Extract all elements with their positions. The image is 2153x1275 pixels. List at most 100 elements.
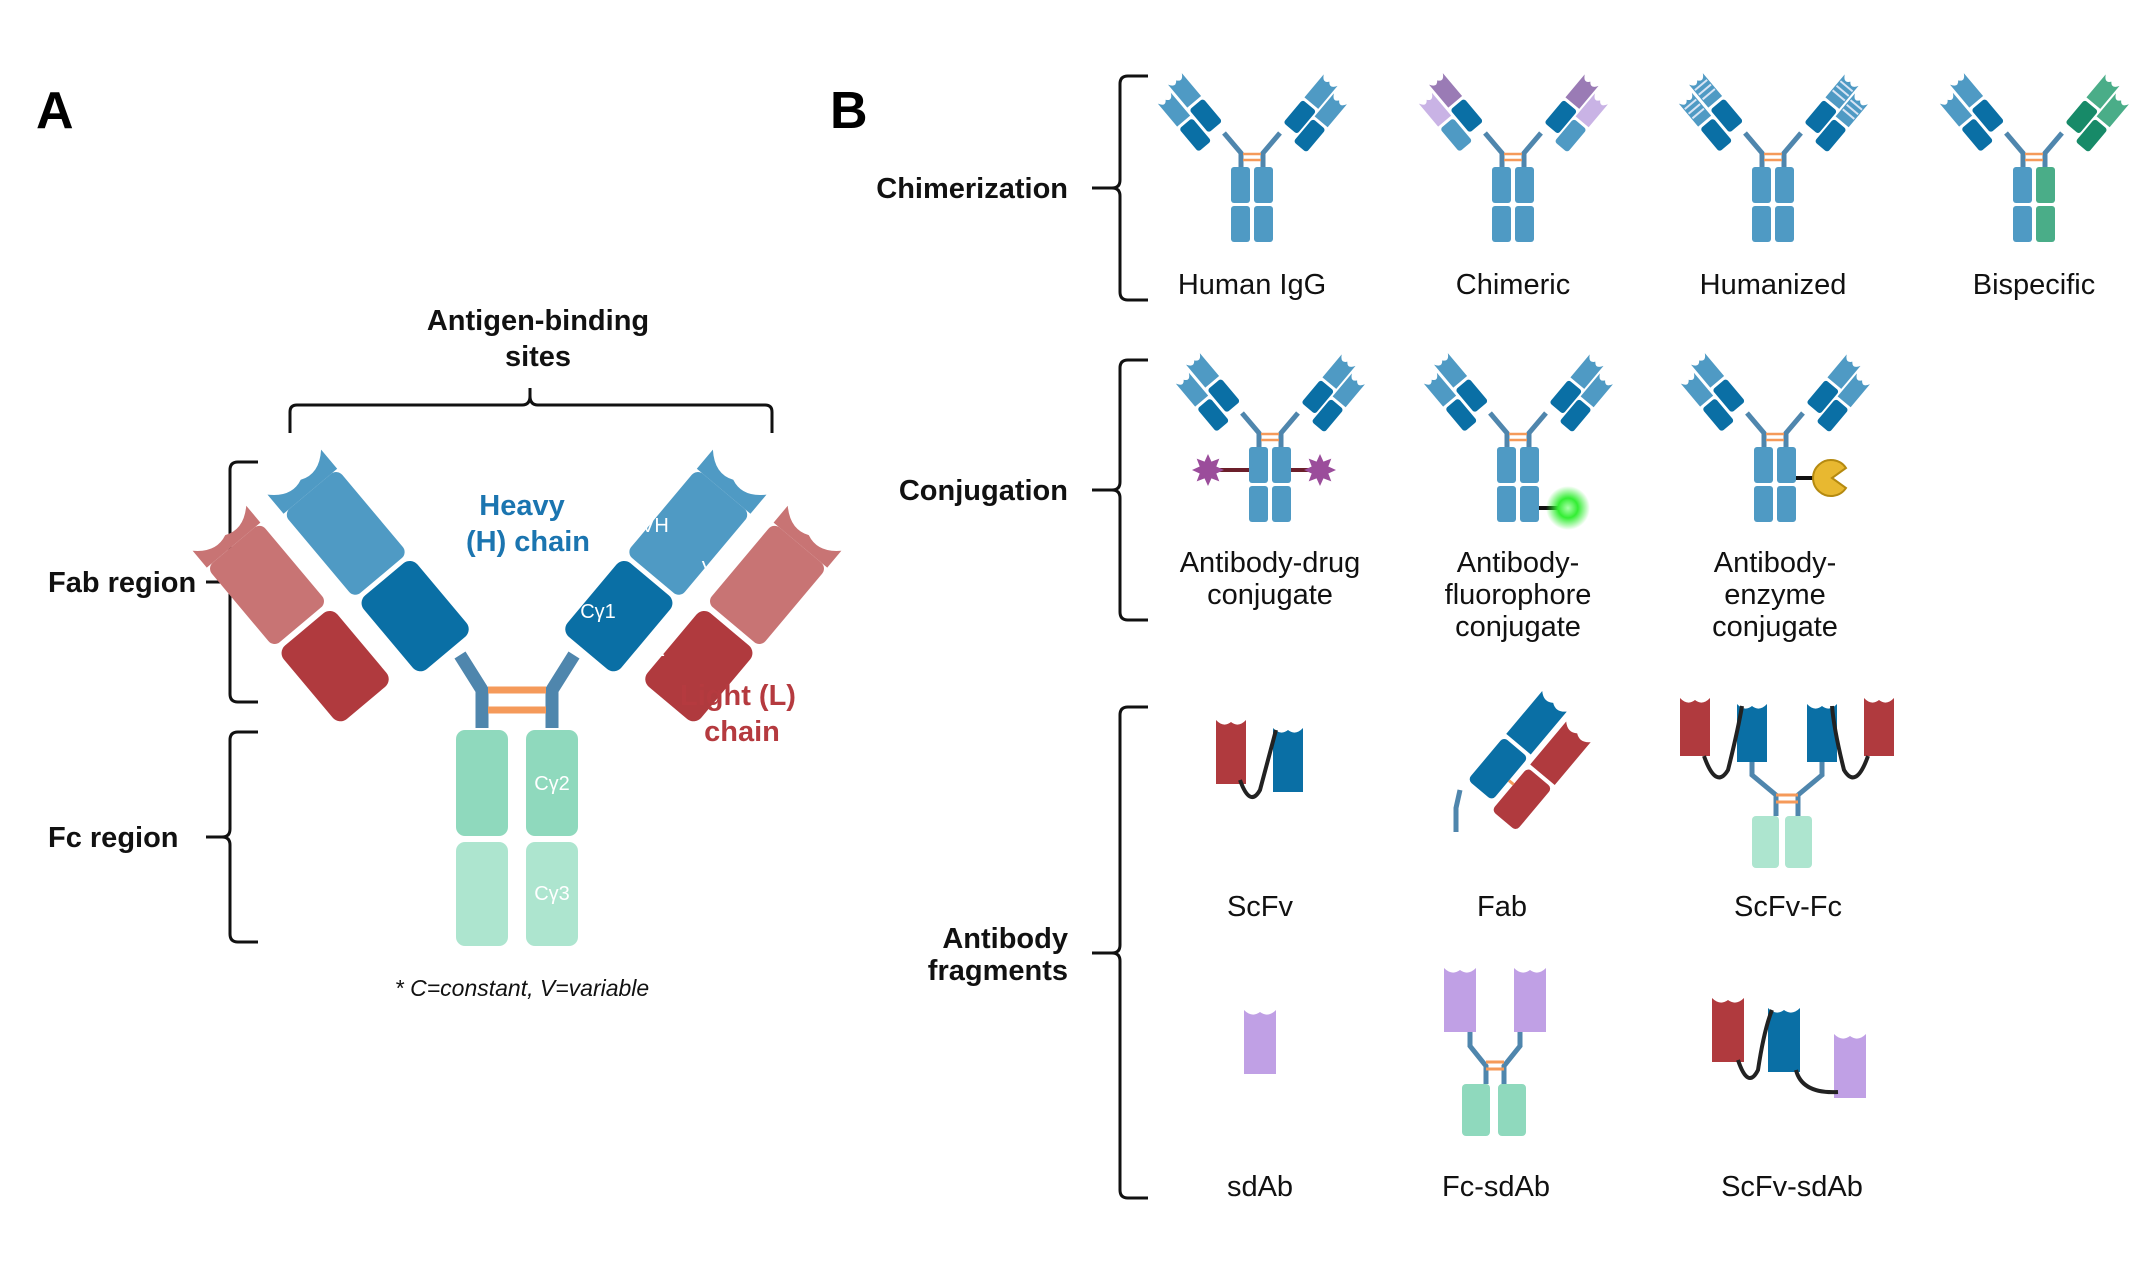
label-scfv-sdab: ScFv-sdAb <box>1721 1171 1863 1203</box>
scfv-fc-fc-left <box>1752 816 1779 868</box>
scfv-fc-linker-right <box>1830 705 1870 780</box>
hinge-right <box>1278 411 1300 447</box>
antigen-binding-line2: sites <box>505 341 571 373</box>
fc-upper-right <box>1254 167 1273 203</box>
human-igg-antibody <box>1157 73 1347 242</box>
vl-domain <box>1580 373 1613 408</box>
panel-a-letter: A <box>36 82 74 140</box>
scfv-fc-hinge-left <box>1749 762 1779 816</box>
vl-domain <box>1680 372 1714 407</box>
ch1-domain <box>1284 100 1316 133</box>
fc-upper-left <box>1249 447 1268 483</box>
cl-domain <box>1180 119 1211 151</box>
cl-label: CL <box>639 639 665 661</box>
arm-right <box>1807 354 1870 432</box>
arm-right <box>1302 354 1365 432</box>
right-vl-domain <box>710 525 824 644</box>
label-afc-line1: Antibody- <box>1457 547 1580 579</box>
fc-lower-right <box>1254 206 1273 242</box>
fc-region-bracket <box>206 730 258 944</box>
light-chain <box>1680 372 1734 431</box>
ch1-domain <box>1190 99 1222 132</box>
vh-domain <box>1825 74 1859 109</box>
vh-domain <box>1691 353 1725 388</box>
cdr-stripe <box>1701 88 1716 101</box>
humanized-antibody <box>1678 73 1868 242</box>
cg3-label: Cγ3 <box>534 883 570 905</box>
arm-left <box>1680 353 1745 431</box>
ch1-domain <box>1805 100 1837 133</box>
ch1-domain <box>1550 380 1582 413</box>
enzyme <box>1812 459 1848 497</box>
ch1-domain <box>1208 379 1240 412</box>
vl-label: VL <box>702 558 726 580</box>
scfv-sdab-vl <box>1712 998 1744 1062</box>
hinge-left <box>2004 131 2026 167</box>
cl-domain <box>1817 399 1848 432</box>
ch1-domain <box>1545 100 1577 133</box>
arm-right <box>1550 354 1613 432</box>
vl-domain <box>1175 372 1209 407</box>
label-human-igg: Human IgG <box>1178 269 1326 301</box>
fab-cl <box>1493 769 1551 829</box>
arm-right <box>2066 74 2129 152</box>
hinge-left <box>1222 131 1244 167</box>
fc-sdab-hinge-right <box>1501 1032 1523 1084</box>
ch1-domain <box>1451 99 1483 132</box>
fluorophore <box>1546 486 1590 530</box>
antigen-binding-bracket <box>288 388 774 433</box>
scfv-linker <box>1238 729 1278 799</box>
label-adc-line1: Antibody-drug <box>1180 547 1361 579</box>
fc-lower-right <box>1515 206 1534 242</box>
right-hinge <box>545 651 580 728</box>
vl-domain <box>1418 92 1452 127</box>
heavy-chain-line1: Heavy <box>479 490 564 522</box>
vl-domain <box>1835 93 1868 128</box>
cl-domain <box>1555 119 1586 152</box>
fc-lower-left <box>1752 206 1771 242</box>
large-antibody: Cγ2 Cγ3 VH VL Cγ1 CL <box>192 449 842 946</box>
heavy-chain-label: Heavy (H) chain <box>466 490 590 558</box>
label-fc-sdab: Fc-sdAb <box>1442 1171 1550 1203</box>
label-aec-line2: enzyme <box>1724 579 1826 611</box>
scfv-vl <box>1216 720 1246 784</box>
cl-domain <box>1962 119 1993 151</box>
cg1-label: Cγ1 <box>580 601 616 623</box>
fc-upper-right <box>1515 167 1534 203</box>
scfv-sdab-fragment <box>1712 998 1866 1098</box>
fc-lower-right <box>1775 206 1794 242</box>
ch1-domain <box>1302 380 1334 413</box>
cdr-stripe <box>1687 103 1701 115</box>
hinge-right <box>1781 131 1803 167</box>
vh-domain <box>1434 353 1468 388</box>
vh-domain <box>1565 74 1599 109</box>
right-cg2-domain <box>526 730 578 836</box>
hinge-right <box>1783 411 1805 447</box>
label-aec-line3: conjugate <box>1712 611 1838 643</box>
hinge-left <box>1240 411 1262 447</box>
left-cl-domain <box>281 610 389 722</box>
fc-sdab-fragment <box>1444 968 1546 1136</box>
bispecific-antibody <box>1939 73 2129 242</box>
vh-domain <box>1689 73 1723 108</box>
fab-vh <box>1506 691 1567 755</box>
hinge-left <box>1488 411 1510 447</box>
fc-lower-left <box>1492 206 1511 242</box>
cl-domain <box>1703 399 1734 431</box>
vh-domain <box>2086 74 2120 109</box>
cdr-stripe <box>1835 84 1850 97</box>
fc-upper-left <box>1492 167 1511 203</box>
chimeric-antibody <box>1418 73 1608 242</box>
cdr-stripe <box>1831 89 1846 102</box>
arm-right <box>1284 74 1347 152</box>
label-fab: Fab <box>1477 891 1527 923</box>
cdr-stripe <box>1684 98 1697 110</box>
fc-lower-right <box>1520 486 1539 522</box>
scfv-fragment <box>1216 720 1303 799</box>
fab-disulfide <box>1507 779 1515 786</box>
cl-domain <box>1198 399 1229 431</box>
fab-vl <box>1530 721 1591 786</box>
fc-lower-left <box>2013 206 2032 242</box>
arm-left <box>1157 73 1222 151</box>
